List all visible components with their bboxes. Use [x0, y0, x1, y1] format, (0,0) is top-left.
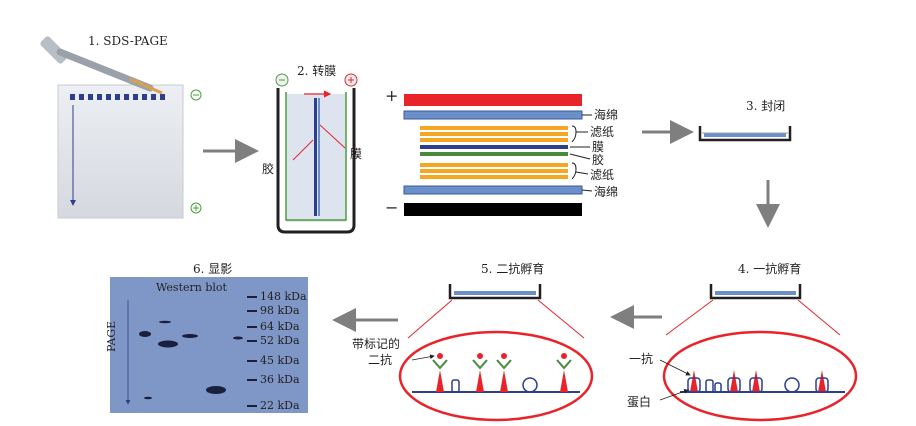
transfer-membrane-label: 膜 [350, 147, 363, 161]
marker-52: 52 kDa [260, 334, 300, 347]
gel-layer [420, 152, 568, 156]
labeled-secondary-line1: 带标记的 [352, 337, 401, 351]
sponge-top [403, 110, 583, 120]
filter-top-label: 滤纸 [590, 125, 615, 139]
step4-title: 4. 一抗孵育 [738, 262, 802, 276]
sponge-bottom [403, 185, 583, 195]
membrane-label: 膜 [592, 140, 605, 154]
labeled-secondary-line2: 二抗 [368, 353, 393, 367]
gel-wells [70, 94, 165, 100]
gel-label: 胶 [592, 153, 605, 167]
transfer-stack [403, 94, 593, 216]
marker-36: 36 kDa [260, 373, 300, 386]
sponge-top-label: 海绵 [594, 108, 619, 122]
blot-axis-label: PAGE [105, 320, 118, 352]
zoom-ellipse [662, 330, 858, 422]
sponge-bottom-label: 海绵 [594, 185, 619, 199]
western-blot-image [110, 277, 308, 413]
minus-electrode-icon [190, 89, 202, 101]
step6-title: 6. 显影 [193, 262, 233, 276]
blocking-tray [698, 126, 792, 142]
primary-antibody-label: 一抗 [629, 352, 654, 366]
plus-electrode-icon [344, 73, 358, 87]
step2-title: 2. 转膜 [297, 64, 337, 78]
step5-title: 5. 二抗孵育 [481, 262, 545, 276]
marker-22: 22 kDa [260, 399, 300, 412]
secondary-incubation [398, 284, 594, 422]
minus-electrode-icon [275, 73, 289, 87]
transfer-gel-label: 胶 [262, 162, 275, 176]
anode-sign: + [385, 86, 399, 105]
marker-ladder [247, 296, 257, 407]
marker-148: 148 kDa [260, 290, 307, 303]
marker-98: 98 kDa [260, 304, 300, 317]
marker-64: 64 kDa [260, 320, 300, 333]
membrane-layer [420, 145, 568, 149]
cathode-plate [404, 203, 582, 216]
blot-title: Western blot [156, 281, 227, 294]
marker-45: 45 kDa [260, 354, 300, 367]
transfer-tank [275, 73, 358, 234]
primary-incubation [659, 284, 858, 422]
step3-title: 3. 封闭 [746, 99, 786, 113]
pipette-icon [40, 36, 163, 95]
plus-electrode-icon [190, 202, 202, 214]
sds-page-gel [40, 36, 202, 219]
anode-plate [404, 94, 582, 106]
filter-bottom-label: 滤纸 [590, 168, 615, 182]
protein-label: 蛋白 [627, 395, 652, 409]
step1-title: 1. SDS-PAGE [88, 34, 168, 48]
zoom-ellipse [398, 330, 594, 422]
cathode-sign: − [385, 198, 399, 217]
